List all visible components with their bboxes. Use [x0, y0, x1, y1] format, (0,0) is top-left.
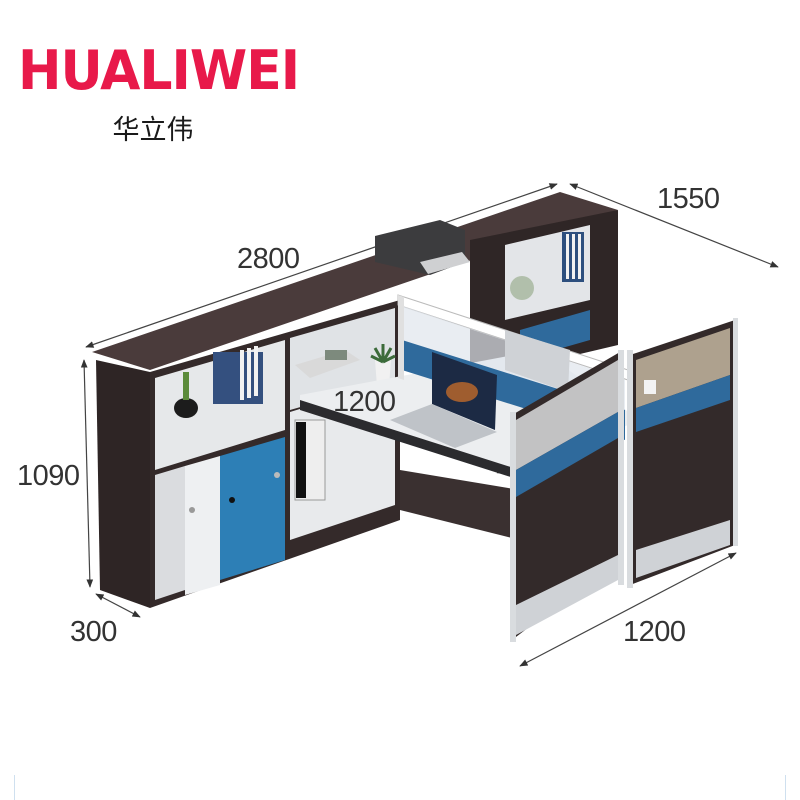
frame-edge-right [785, 775, 786, 800]
brand-name-en: HUALIWEI [18, 39, 300, 103]
dimension-partition-width: 1200 [623, 616, 686, 648]
laptop-keyboard [390, 404, 497, 448]
calculator [325, 350, 347, 360]
dimension-length: 2800 [237, 243, 300, 275]
dimension-cabinet-depth: 300 [70, 616, 117, 648]
dim-line-1090 [80, 359, 94, 588]
white-sliding-door [185, 456, 220, 595]
cabinet-side [96, 360, 150, 608]
dim-line-1200-front [519, 552, 737, 667]
pc-tower [296, 422, 306, 498]
dimension-depth: 1550 [657, 183, 720, 215]
plant-icon [370, 344, 396, 364]
dimension-desk-width: 1200 [333, 386, 396, 418]
dim-line-2800 [85, 183, 558, 348]
brand-name-cn: 华立伟 [112, 115, 194, 146]
cabinet-top [92, 192, 618, 370]
lock-icon [229, 497, 235, 503]
cactus-pot [174, 398, 198, 418]
dimension-height: 1090 [17, 460, 80, 492]
cactus-icon [183, 372, 189, 400]
blue-sliding-door [220, 437, 285, 580]
brand-logo: HUALIWEI 华立伟 [18, 39, 300, 147]
dim-line-1550 [569, 183, 779, 268]
dim-line-300 [95, 593, 141, 618]
frame-edge-left [14, 775, 15, 800]
glass-vase [510, 276, 534, 300]
